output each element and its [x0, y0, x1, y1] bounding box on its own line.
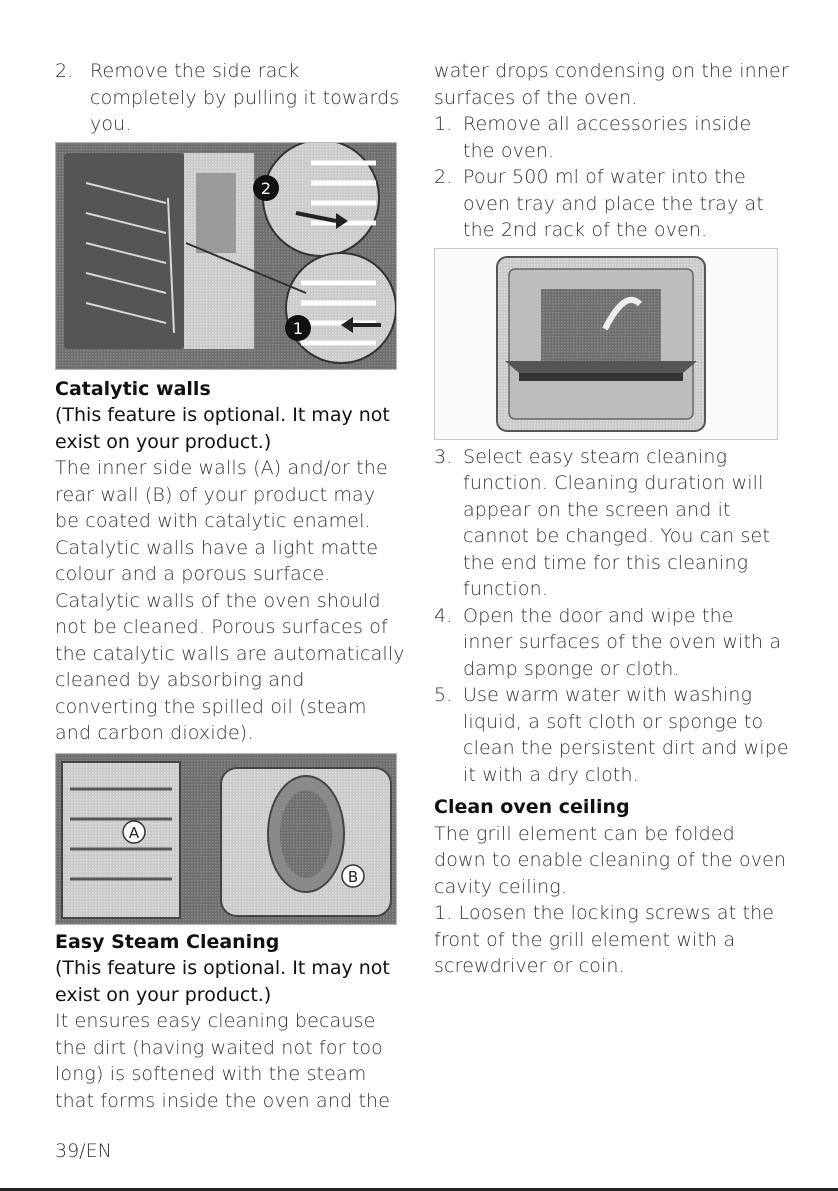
catalytic-walls-heading: Catalytic walls — [55, 377, 211, 400]
steam-step-4: 4. Open the door and wipe the inner surf… — [434, 603, 789, 683]
figure-label-1: 1 — [293, 319, 303, 338]
step-text: Use warm water with washing liquid, a so… — [463, 684, 789, 786]
oven-tray-figure — [434, 247, 778, 440]
step-2-remove-rack: 2. Remove the side rack completely by pu… — [55, 58, 405, 138]
catalytic-walls-body: The inner side walls (A) and/or the rear… — [55, 457, 405, 744]
page-number: 39/EN — [55, 1140, 112, 1162]
catalytic-optional-note: (This feature is optional. It may not ex… — [55, 404, 390, 453]
side-rack-removal-figure: 2 1 — [55, 141, 397, 370]
step-text: Pour 500 ml of water into the oven tray … — [463, 166, 764, 241]
step-text: Select easy steam cleaning function. Cle… — [463, 445, 770, 601]
steam-step-3: 3. Select easy steam cleaning function. … — [434, 444, 789, 603]
step-number: 5. — [434, 684, 453, 706]
catalytic-walls-figure: A B — [55, 752, 397, 925]
steam-intro-continued: water drops condensing on the inner surf… — [434, 60, 789, 109]
step-text: Remove the side rack completely by pulli… — [90, 60, 400, 135]
figure-label-2: 2 — [261, 179, 271, 198]
figure-label-a: A — [129, 824, 140, 842]
left-column: 2. Remove the side rack completely by pu… — [55, 58, 405, 1114]
step-number: 2. — [434, 166, 453, 188]
step-text: Open the door and wipe the inner surface… — [463, 604, 782, 680]
easy-steam-cleaning-heading: Easy Steam Cleaning — [55, 930, 280, 953]
right-column: water drops condensing on the inner surf… — [434, 58, 789, 980]
step-number: 1. — [434, 113, 453, 135]
step-number: 3. — [434, 445, 453, 468]
clean-ceiling-step-1: 1. Loosen the locking screws at the fron… — [434, 902, 775, 977]
step-number: 4. — [434, 604, 453, 627]
steam-optional-note: (This feature is optional. It may not ex… — [55, 957, 390, 1006]
steam-step-1: 1. Remove all accessories inside the ove… — [434, 111, 789, 164]
steam-step-5: 5. Use warm water with washing liquid, a… — [434, 682, 789, 788]
figure-label-b: B — [348, 868, 358, 886]
step-number: 2. — [55, 60, 74, 82]
clean-ceiling-body: The grill element can be folded down to … — [434, 822, 787, 898]
step-text: Remove all accessories inside the oven. — [463, 113, 752, 162]
easy-steam-body: It ensures easy cleaning because the dir… — [55, 1010, 391, 1112]
page-bottom-rule — [0, 1188, 838, 1191]
steam-step-2: 2. Pour 500 ml of water into the oven tr… — [434, 164, 789, 244]
clean-oven-ceiling-heading: Clean oven ceiling — [434, 796, 630, 818]
